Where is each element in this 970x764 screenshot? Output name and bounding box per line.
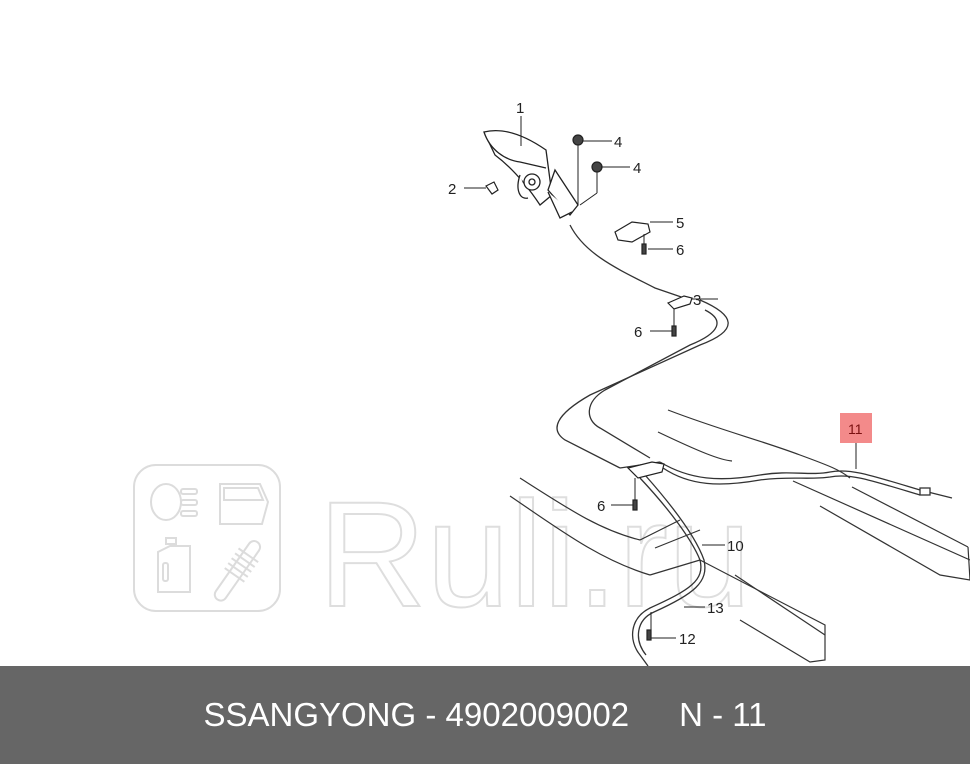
cable-11 bbox=[659, 461, 953, 499]
callout-leaders bbox=[464, 116, 857, 639]
bracket-5-icon bbox=[614, 221, 651, 243]
clip-2-icon bbox=[485, 181, 499, 195]
position-separator: - bbox=[712, 696, 724, 733]
brand-name: SSANGYONG bbox=[203, 696, 417, 733]
callout-4a: 4 bbox=[614, 134, 622, 151]
watermark-logo-icon bbox=[133, 464, 281, 612]
parking-brake-lever-icon bbox=[483, 129, 579, 219]
highlight-box-11 bbox=[840, 413, 872, 443]
callout-6c: 6 bbox=[597, 498, 605, 515]
callout-1: 1 bbox=[516, 100, 524, 117]
chassis-outline bbox=[509, 409, 970, 663]
part-number: 4902009002 bbox=[445, 696, 630, 733]
watermark-text: Ruli.ru bbox=[318, 470, 751, 638]
callout-5: 5 bbox=[676, 215, 684, 232]
nut-4-icons bbox=[572, 134, 603, 173]
callout-12: 12 bbox=[679, 631, 696, 648]
callout-4b: 4 bbox=[633, 160, 641, 177]
brand-separator: - bbox=[425, 696, 437, 733]
position-prefix: N bbox=[679, 696, 703, 733]
bolt-12-icon bbox=[646, 629, 652, 641]
callout-6b: 6 bbox=[634, 324, 642, 341]
callout-13: 13 bbox=[707, 600, 724, 617]
callout-3: 3 bbox=[693, 292, 701, 309]
front-cable bbox=[556, 224, 729, 469]
bracket-center-icon bbox=[626, 461, 665, 479]
parts-diagram: Ruli.ru bbox=[133, 100, 970, 666]
callout-6a: 6 bbox=[676, 242, 684, 259]
position-number: 11 bbox=[732, 696, 767, 733]
callout-2: 2 bbox=[448, 181, 456, 198]
callout-10: 10 bbox=[727, 538, 744, 555]
callout-11[interactable]: 11 bbox=[848, 421, 863, 437]
bracket-3-icon bbox=[666, 295, 693, 310]
part-info-footer: SSANGYONG - 4902009002 N - 11 bbox=[0, 666, 970, 764]
cable-10 bbox=[631, 474, 706, 666]
